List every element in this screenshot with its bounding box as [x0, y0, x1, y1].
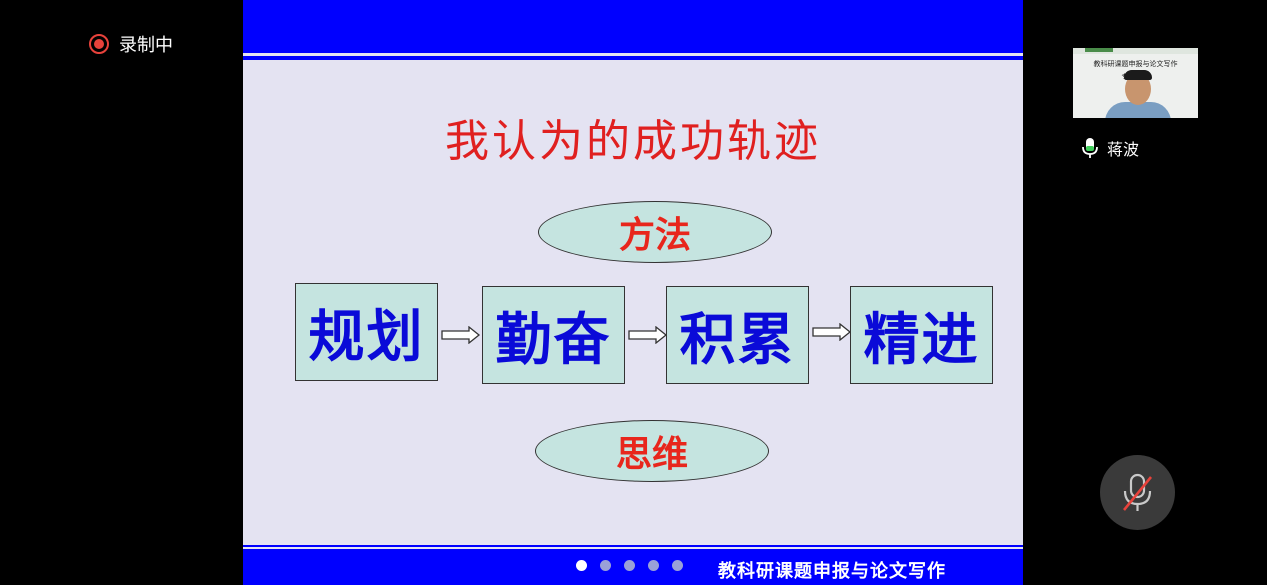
slide-page-dots	[576, 560, 683, 571]
method-ellipse: 方法	[538, 201, 772, 263]
step-box-accumulate: 积累	[666, 286, 809, 384]
step-box-diligence: 勤奋	[482, 286, 625, 384]
method-label: 方法	[618, 215, 691, 256]
slide-title: 我认为的成功轨迹	[445, 116, 821, 167]
record-icon	[89, 34, 109, 54]
slide-header-line	[243, 56, 1023, 60]
mute-button[interactable]	[1100, 455, 1175, 530]
page-dot	[648, 560, 659, 571]
step-box-refine: 精进	[850, 286, 993, 384]
step-label: 规划	[308, 304, 425, 370]
arrow-right-icon	[628, 326, 668, 344]
participant-name: 蒋波	[1107, 140, 1140, 159]
microphone-icon	[1082, 138, 1098, 158]
step-label: 勤奋	[495, 307, 612, 373]
recording-label: 录制中	[119, 35, 173, 56]
page-dot	[624, 560, 635, 571]
video-slide-strip	[1073, 48, 1198, 54]
slide-footer-line	[243, 545, 1023, 547]
step-box-plan: 规划	[295, 283, 438, 381]
step-label: 积累	[679, 307, 796, 373]
slide-footer-title: 教科研课题申报与论文写作	[718, 561, 946, 582]
step-label: 精进	[863, 307, 980, 373]
thinking-label: 思维	[615, 434, 688, 475]
shared-slide: 我认为的成功轨迹 方法 规划 勤奋 积累 精进 思维 教科研课题申报与论文写作	[243, 0, 1023, 585]
participant-video[interactable]: 教科研课题申报与论文写作 专题讲座	[1073, 48, 1198, 118]
video-slide-logo	[1085, 48, 1113, 52]
participant-name-row: 蒋波	[1081, 136, 1139, 160]
arrow-right-icon	[441, 326, 481, 344]
presenter-hair	[1124, 70, 1152, 80]
presenter-body	[1105, 102, 1171, 118]
thinking-ellipse: 思维	[535, 420, 769, 482]
page-dot	[672, 560, 683, 571]
slide-header-band	[243, 0, 1023, 53]
page-dot	[576, 560, 587, 571]
microphone-muted-icon	[1122, 473, 1153, 511]
arrow-right-icon	[812, 323, 852, 341]
page-dot	[600, 560, 611, 571]
recording-indicator: 录制中	[89, 31, 173, 57]
video-slide-line1: 教科研课题申报与论文写作	[1093, 60, 1178, 68]
